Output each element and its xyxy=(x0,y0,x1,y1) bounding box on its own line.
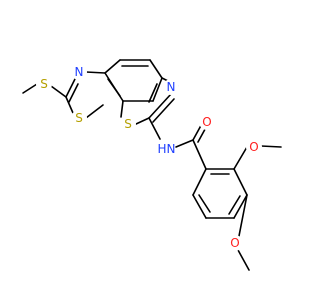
nitrogen-atom: N xyxy=(167,80,176,94)
oxygen-atom: O xyxy=(230,236,239,250)
bond xyxy=(50,85,67,98)
bond xyxy=(85,71,106,74)
atoms: S N S N S H N O O O xyxy=(36,64,262,251)
nitrogen-atom: N xyxy=(75,65,84,79)
bond xyxy=(238,194,248,237)
bond xyxy=(135,117,150,125)
bond xyxy=(107,78,121,97)
hydrogen-atom: H xyxy=(157,142,166,156)
bond xyxy=(104,59,121,74)
oxygen-atom: O xyxy=(202,115,211,129)
bond xyxy=(120,100,124,118)
bond xyxy=(148,93,172,119)
oxygen-atom: O xyxy=(249,140,258,154)
bond xyxy=(149,59,163,79)
bond xyxy=(233,146,248,170)
bond xyxy=(175,139,194,148)
molecule-diagram: S N S N S H N O O O xyxy=(22,59,282,271)
bond xyxy=(65,78,76,98)
sulfur-atom: S xyxy=(75,111,83,125)
bond xyxy=(192,139,207,170)
bond xyxy=(65,96,74,114)
bond xyxy=(22,83,38,94)
bond xyxy=(148,83,158,103)
nitrogen-atom: N xyxy=(167,142,176,156)
bond xyxy=(233,194,248,219)
bond xyxy=(68,83,79,103)
bond xyxy=(152,98,175,123)
bond xyxy=(192,194,207,219)
bond xyxy=(192,168,207,196)
bond xyxy=(152,77,163,102)
bond xyxy=(233,168,248,196)
bonds xyxy=(22,59,282,271)
bond xyxy=(198,194,211,213)
sulfur-atom: S xyxy=(40,77,48,91)
bond xyxy=(237,249,250,271)
bond xyxy=(228,195,241,215)
bond xyxy=(148,117,161,140)
bond xyxy=(85,104,104,119)
bond xyxy=(260,145,282,148)
sulfur-atom: S xyxy=(124,117,132,131)
